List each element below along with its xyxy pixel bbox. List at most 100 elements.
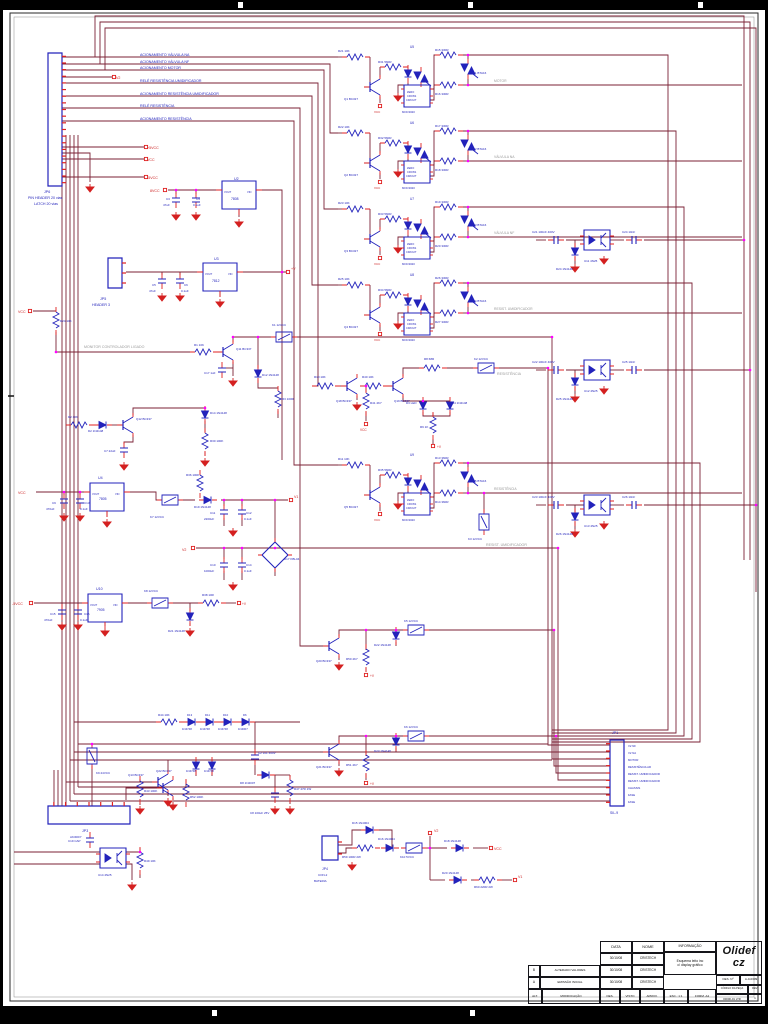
wire xyxy=(62,95,338,286)
wire xyxy=(468,130,677,734)
transistor-symbol xyxy=(364,151,381,175)
resistor-symbol xyxy=(285,775,295,803)
junction-dot xyxy=(273,546,277,550)
capacitor-symbol xyxy=(74,604,82,620)
transistor-symbol xyxy=(217,340,234,364)
wire xyxy=(430,462,435,498)
diode-symbol xyxy=(381,843,399,853)
diode-symbol xyxy=(191,757,201,775)
schematic-label: Q18 BC337 xyxy=(336,399,352,403)
junction-dot xyxy=(754,503,758,507)
schematic-label: T5 BTA16 xyxy=(473,479,487,483)
optocoupler-symbol xyxy=(580,359,614,381)
diode-symbol xyxy=(570,373,580,391)
schematic-label: JP6 xyxy=(44,190,50,194)
schematic-label: ACIONAMENTO VÁLVULA NA xyxy=(140,53,190,57)
capacitor-symbol xyxy=(626,236,642,244)
resistor-symbol xyxy=(380,290,408,300)
schematic-label: R34 560R xyxy=(378,288,392,292)
schematic-label: C23 100nF 400V xyxy=(532,495,555,499)
capacitor-symbol xyxy=(76,493,84,509)
connector-symbol xyxy=(47,802,131,825)
schematic-label: C7 22uF xyxy=(104,449,116,453)
schematic-label: R21 10K xyxy=(338,49,350,53)
schematic-label: 2200uF xyxy=(204,517,214,521)
schematic-label: Q4 BC327 xyxy=(344,325,358,329)
wire xyxy=(364,465,371,496)
schematic-label: CROSS xyxy=(407,246,416,250)
schematic-label: U9 xyxy=(410,453,414,457)
ground-icon xyxy=(393,93,403,102)
diode-symbol xyxy=(449,875,467,885)
titleblock-cell: CRISTECH xyxy=(632,953,664,965)
wire xyxy=(130,491,162,501)
schematic-label: VCC xyxy=(18,310,26,314)
schematic-label: CIRCUIT xyxy=(406,174,417,178)
schematic-label: R43 100K xyxy=(144,789,157,793)
wire xyxy=(430,236,435,253)
registration-tick xyxy=(238,2,243,8)
resistor-symbol xyxy=(342,280,370,290)
schematic-label: U8 xyxy=(410,273,414,277)
schematic-label: MOC3020 xyxy=(402,262,415,266)
schematic-label: C17 1uF xyxy=(204,371,216,375)
triac-symbol xyxy=(413,67,432,87)
schematic-label: RESISTÊNCIA AR xyxy=(628,764,651,769)
schematic-label: R22 10K xyxy=(338,125,350,129)
resistor-symbol xyxy=(273,386,283,414)
schematic-label: AK300/7 xyxy=(70,835,82,839)
schematic-label: U10 xyxy=(96,587,103,591)
schematic-label: D24 1N4148 xyxy=(556,267,573,271)
titleblock-cell: ALT. xyxy=(528,989,542,1004)
schematic-label: VÁLVULA NF xyxy=(494,231,514,235)
ground-icon xyxy=(270,806,280,815)
ground-icon xyxy=(171,212,181,221)
schematic-label: ZERO xyxy=(407,90,414,94)
schematic-label: JP3 xyxy=(82,829,88,833)
schematic-label: 0.1uF xyxy=(244,517,252,521)
schematic-label: C12 xyxy=(246,511,252,515)
wire xyxy=(123,435,134,444)
resistor-symbol xyxy=(380,138,408,148)
schematic-label: VCC xyxy=(374,518,381,522)
schematic-label: V2 xyxy=(116,76,120,80)
triac-symbol xyxy=(413,143,432,163)
resistor-symbol xyxy=(135,776,145,804)
capacitor-symbol xyxy=(548,366,564,374)
schematic-label: K2 12VCC xyxy=(474,357,489,361)
ground-icon xyxy=(228,528,238,537)
resistor-symbol xyxy=(361,750,371,778)
schematic-label: R49 10K xyxy=(144,859,156,863)
relay-symbol xyxy=(401,842,427,854)
junction-dot xyxy=(554,734,558,738)
schematic-label: R50 4K7 xyxy=(346,657,358,661)
schematic-label: Q3 BC327 xyxy=(344,249,358,253)
print-bar xyxy=(765,0,768,1024)
schematic-label: C6 xyxy=(184,283,188,287)
schematic-label: 7805 xyxy=(99,497,107,501)
triac-symbol xyxy=(460,135,479,155)
ground-icon xyxy=(185,628,195,637)
schematic-label: D13 xyxy=(187,713,193,717)
schematic-label: FASE xyxy=(628,793,635,797)
ground-icon xyxy=(100,628,110,637)
resistor-symbol xyxy=(342,128,370,138)
ground-icon xyxy=(393,169,403,178)
schematic-label: MOTOR xyxy=(494,79,507,83)
transistor-symbol xyxy=(364,303,381,327)
titleblock-cell: DES. xyxy=(600,989,620,1004)
titleblock-cell: A xyxy=(528,977,540,989)
schematic-label: C15 xyxy=(50,612,56,616)
relay-symbol xyxy=(478,509,490,535)
wire xyxy=(468,462,701,743)
schematic-label: VCC xyxy=(147,158,155,162)
schematic-label: ACIONAMENTO VÁLVULA NF xyxy=(140,60,190,64)
company-logo: Olidef cz xyxy=(716,941,762,975)
wire xyxy=(167,759,212,772)
schematic-label: D16 1N4004 xyxy=(378,837,395,841)
diode-symbol xyxy=(403,217,413,235)
transistor-symbol xyxy=(323,740,340,764)
schematic-label: R40 10K xyxy=(362,375,374,379)
schematic-label: VCC xyxy=(374,186,381,190)
